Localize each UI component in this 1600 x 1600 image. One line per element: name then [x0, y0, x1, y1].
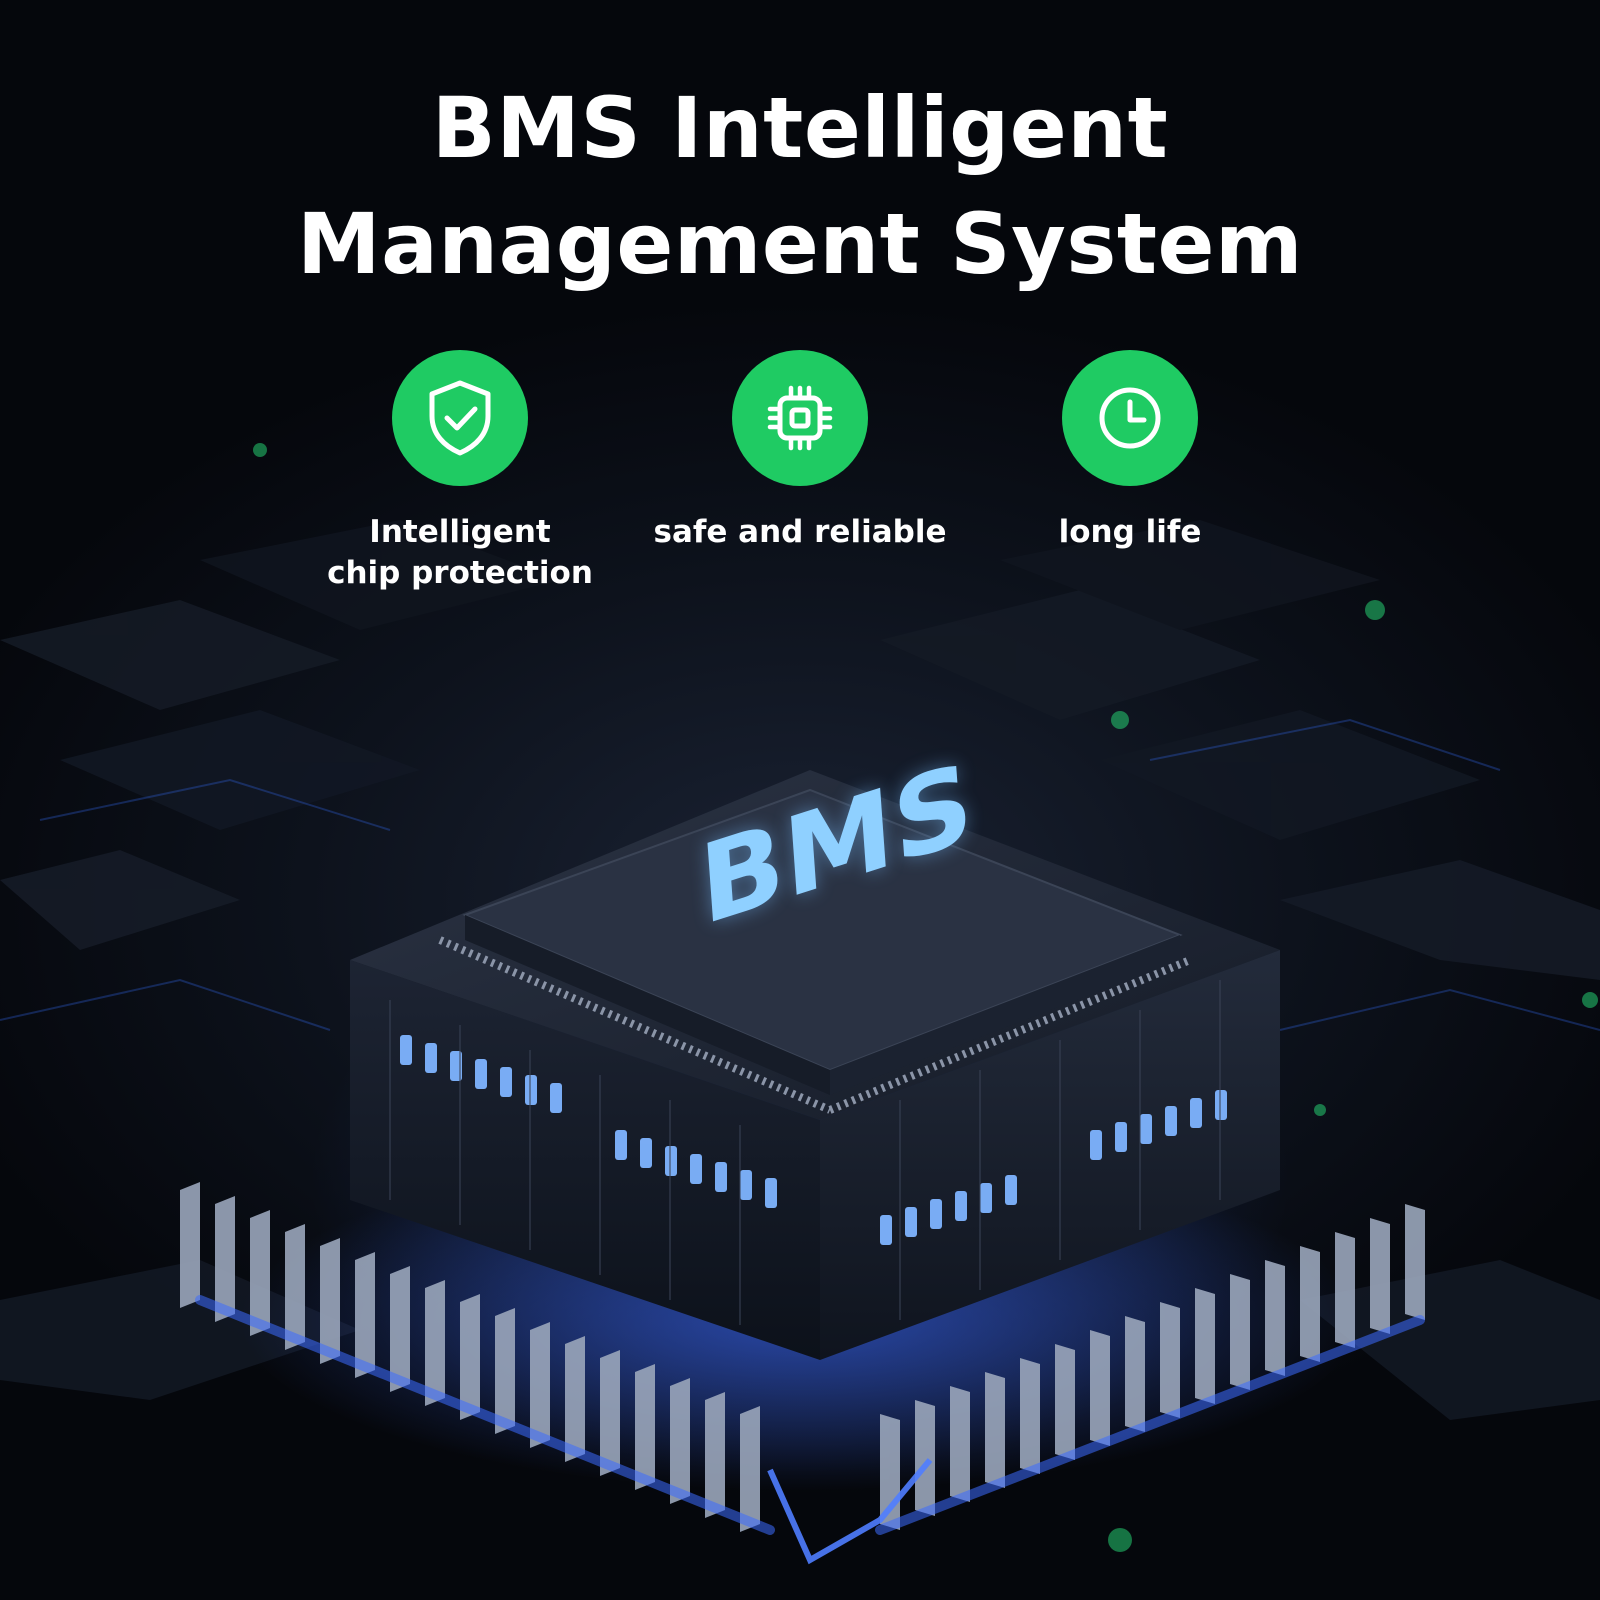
- feature-label: long life: [1058, 514, 1202, 550]
- feature-label: safe and reliable: [653, 514, 947, 550]
- title-line-1: BMS Intelligent: [431, 79, 1169, 177]
- feature-icon-badge: [392, 350, 528, 486]
- clock-icon: [1099, 387, 1161, 449]
- feature-chip-protection: Intelligent chip protection: [300, 350, 620, 594]
- chip-icon: [767, 385, 833, 451]
- title-line-2: Management System: [297, 195, 1303, 293]
- chip-body: [350, 770, 1280, 1360]
- feature-icon-badge: [1062, 350, 1198, 486]
- feature-label: Intelligent chip protection: [327, 514, 593, 591]
- feature-safe-reliable: safe and reliable: [640, 350, 960, 553]
- feature-icon-badge: [732, 350, 868, 486]
- feature-long-life: long life: [970, 350, 1290, 553]
- page-title: BMS Intelligent Management System: [0, 70, 1600, 302]
- shield-check-icon: [429, 380, 491, 456]
